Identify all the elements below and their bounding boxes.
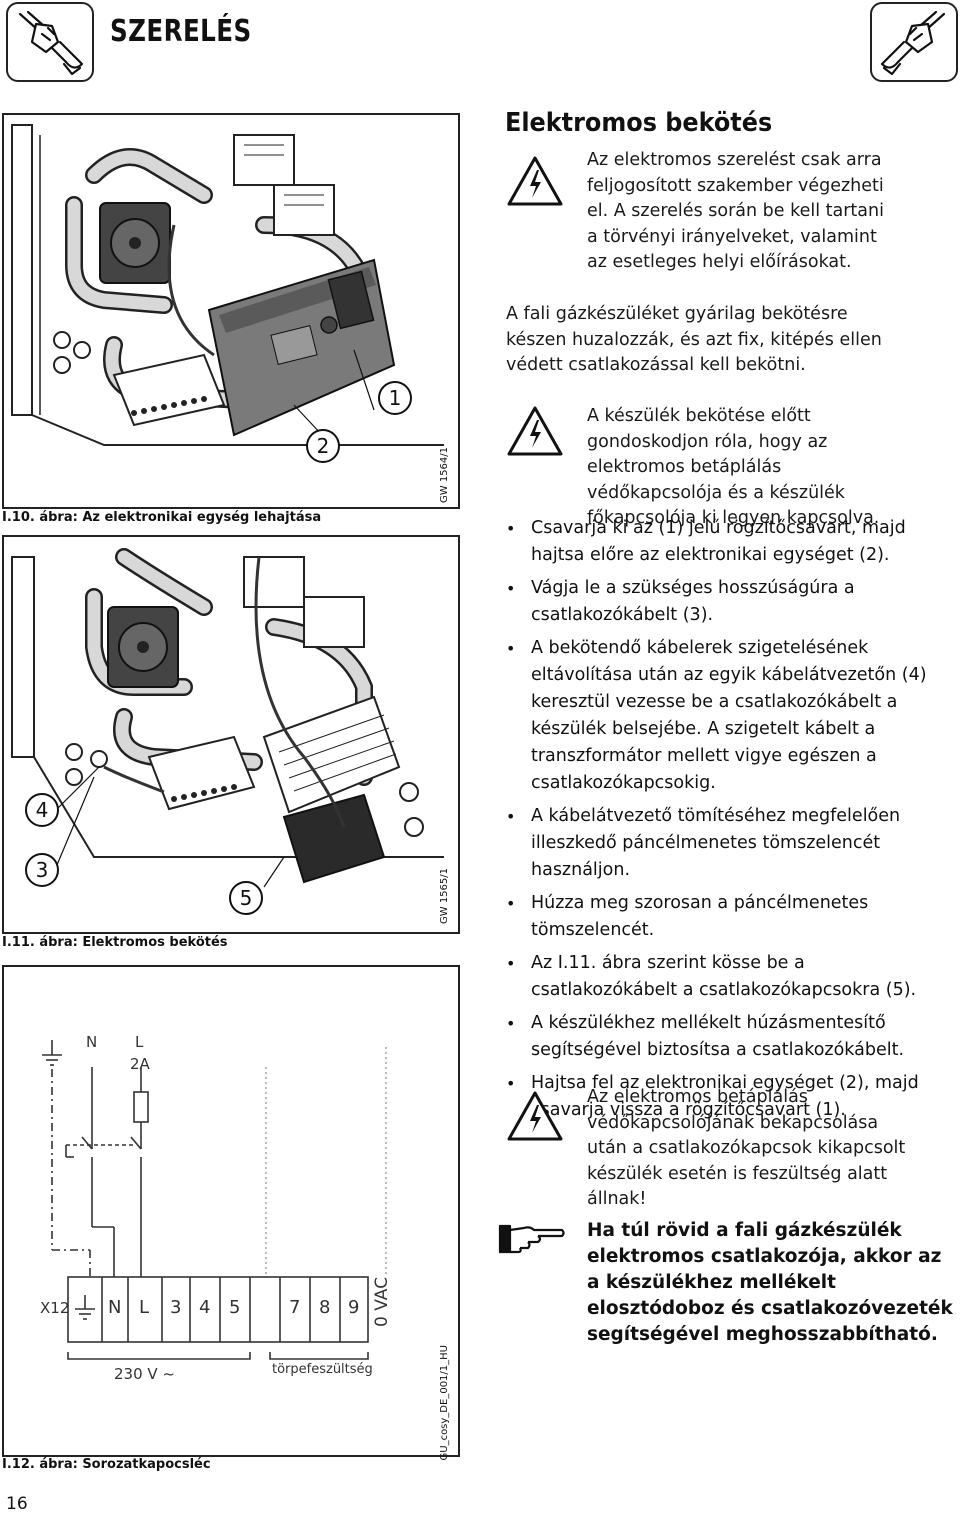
list-item: Az I.11. ábra szerint kösse be a csatlak… (506, 950, 951, 1004)
page-header-title: SZERELÉS (110, 14, 252, 49)
figure-2-code: GW 1565/1 (439, 868, 450, 924)
label-fuse: 2A (130, 1055, 150, 1073)
list-item: A bekötendő kábelerek szigetelésének elt… (506, 635, 951, 797)
callout-4: 4 (25, 793, 59, 827)
terminal-5: 5 (229, 1297, 241, 1318)
callout-2-label: 2 (316, 434, 330, 458)
list-item: Csavarja ki az (1) jelű rögzítőcsavart, … (506, 515, 951, 569)
pipe-fitting-icon-right (870, 2, 958, 82)
list-item: Húzza meg szorosan a páncélmenetes tömsz… (506, 890, 951, 944)
terminal-8: 8 (319, 1297, 331, 1318)
callout-4-label: 4 (35, 798, 49, 822)
figure-electrical-connection (2, 535, 460, 934)
figure-2-caption: I.11. ábra: Elektromos bekötés (2, 935, 228, 950)
warning-icon-2 (506, 405, 564, 461)
figure-3-caption: I.12. ábra: Sorozatkapocsléc (2, 1457, 211, 1472)
list-item: A készülékhez mellékelt húzásmentesítő s… (506, 1010, 951, 1064)
page-number: 16 (6, 1494, 28, 1514)
label-l: L (135, 1033, 144, 1051)
callout-1-label: 1 (388, 386, 402, 410)
label-low-voltage: törpefeszültség (272, 1362, 373, 1377)
callout-1: 1 (378, 381, 412, 415)
callout-3: 3 (25, 853, 59, 887)
figure-1-caption: I.10. ábra: Az elektronikai egység lehaj… (2, 510, 322, 525)
callout-3-label: 3 (35, 858, 49, 882)
figure-terminal-strip: N L 2A X12 N L 3 4 5 7 8 9 0 VAC 230 V ~… (2, 965, 460, 1457)
figure-3-code: GU_cosy_DE_001/1_HU (439, 1345, 450, 1461)
intro-text: A fali gázkészüléket gyárilag bekötésre … (506, 304, 882, 375)
section-title: Elektromos bekötés (505, 108, 773, 138)
label-n: N (86, 1033, 98, 1051)
terminal-9: 9 (348, 1297, 360, 1318)
label-vac: 0 VAC (372, 1277, 392, 1327)
warning-icon-1 (506, 155, 564, 211)
figure-electronics-tilt (2, 113, 460, 509)
terminal-4: 4 (199, 1297, 211, 1318)
warning-text-1: Az elektromos szerelést csak arra feljog… (587, 150, 884, 272)
label-voltage: 230 V ~ (114, 1365, 175, 1383)
list-item: Vágja le a szükséges hosszúságúra a csat… (506, 575, 951, 629)
step-list: Csavarja ki az (1) jelű rögzítőcsavart, … (506, 515, 951, 1130)
figure-1-code: GW 1564/1 (439, 447, 450, 503)
callout-2: 2 (306, 429, 340, 463)
terminal-7: 7 (289, 1297, 301, 1318)
callout-5-label: 5 (239, 886, 253, 910)
list-item: Hajtsa fel az elektronikai egységet (2),… (506, 1070, 951, 1124)
list-item: A kábelátvezető tömítéséhez megfelelően … (506, 803, 951, 884)
callout-5: 5 (229, 881, 263, 915)
warning-text-3: Az elektromos betáplálás védőkapcsolóján… (587, 1087, 906, 1209)
label-strip: X12 (40, 1299, 70, 1317)
warning-text-2: A készülék bekötése előtt gondoskodjon r… (587, 406, 880, 528)
terminal-l: L (139, 1297, 150, 1318)
terminal-n: N (108, 1297, 122, 1318)
terminal-3: 3 (170, 1297, 182, 1318)
warning-icon-3 (506, 1090, 564, 1146)
pointing-hand-icon (498, 1222, 566, 1260)
pipe-fitting-icon (6, 2, 94, 82)
note-text: Ha túl rövid a fali gázkészülék elektrom… (587, 1220, 953, 1345)
